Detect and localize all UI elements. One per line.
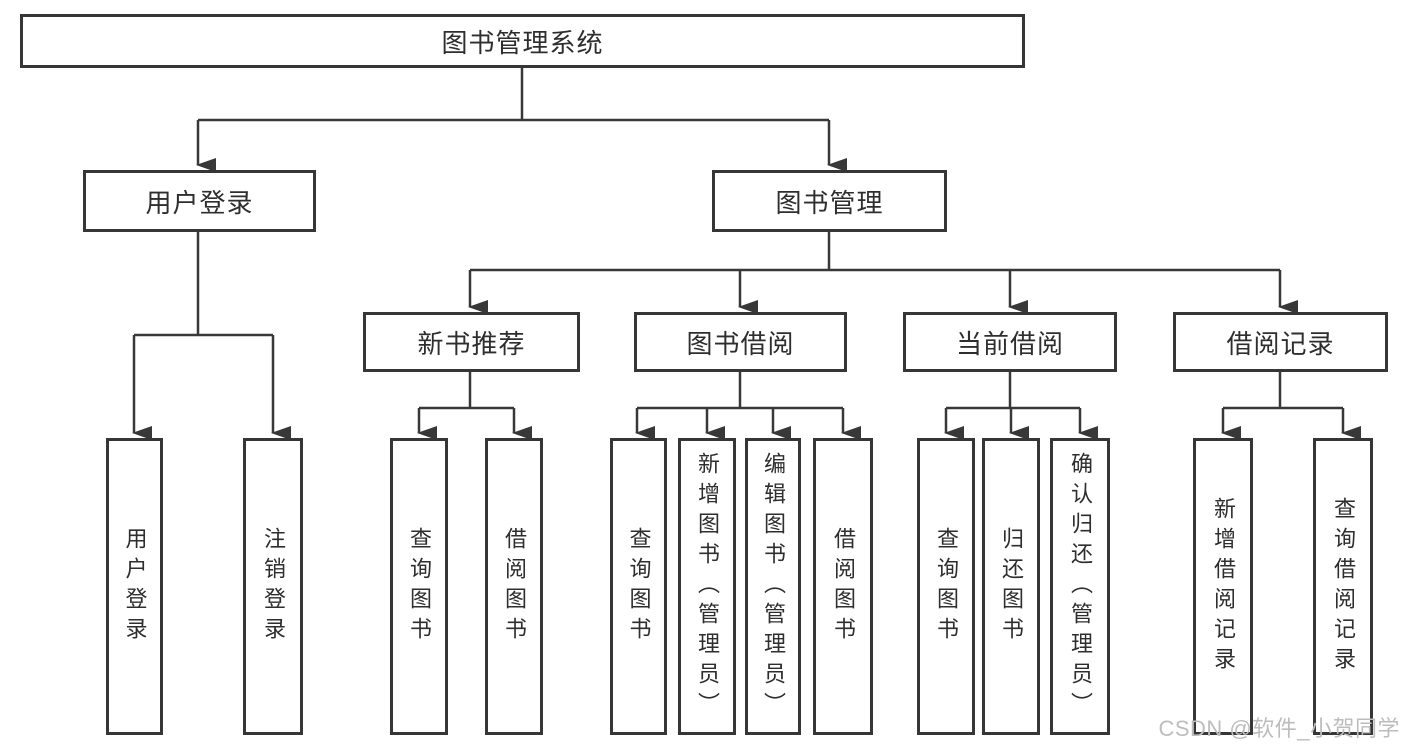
leaf-label: 查询借阅记录 [1331,496,1356,677]
node-user-login: 用户登录 [83,170,316,232]
leaf-label: 查询图书 [407,526,432,647]
node-label: 新书推荐 [417,328,526,359]
leaf-label: 编辑图书（管理员） [761,451,786,722]
node-label: 借阅记录 [1226,328,1335,359]
node-current-borrowing: 当前借阅 [903,312,1117,372]
leaf-label: 用户登录 [122,526,148,647]
node-label: 用户登录 [145,187,254,218]
leaf-current-confirm-return-admin: 确认归还（管理员） [1050,438,1110,735]
leaf-borrowing-edit-books-admin: 编辑图书（管理员） [745,438,801,735]
leaf-label: 查询图书 [934,526,959,647]
leaf-label: 确认归还（管理员） [1068,451,1093,722]
leaf-logout: 注销登录 [243,438,303,735]
leaf-records-add-record: 新增借阅记录 [1193,438,1253,735]
node-label: 图书管理 [775,187,884,218]
leaf-label: 新增图书（管理员） [695,451,720,722]
node-label: 图书管理系统 [441,27,604,58]
leaf-borrowing-query-books: 查询图书 [610,438,667,735]
node-borrowing-records: 借阅记录 [1173,312,1388,372]
node-book-management: 图书管理 [712,170,947,232]
node-root-library-system: 图书管理系统 [20,14,1025,68]
node-label: 当前借阅 [955,328,1064,359]
leaf-label: 新增借阅记录 [1211,496,1236,677]
leaf-borrowing-borrow-books: 借阅图书 [813,438,873,735]
leaf-recommend-query-books: 查询图书 [390,438,448,735]
leaf-label: 归还图书 [999,526,1024,647]
leaf-label: 借阅图书 [502,526,527,647]
leaf-label: 查询图书 [626,526,652,647]
leaf-records-query-record: 查询借阅记录 [1313,438,1373,735]
leaf-current-query-books: 查询图书 [917,438,975,735]
node-label: 图书借阅 [686,328,795,359]
leaf-borrowing-add-books-admin: 新增图书（管理员） [678,438,736,735]
leaf-recommend-borrow-books: 借阅图书 [485,438,543,735]
leaf-label: 借阅图书 [831,526,856,647]
csdn-watermark: CSDN @软件_小贺同学 [1158,716,1400,741]
node-book-borrowing: 图书借阅 [634,312,847,372]
leaf-label: 注销登录 [261,526,286,647]
node-new-book-recommend: 新书推荐 [363,312,580,372]
leaf-user-login: 用户登录 [106,438,163,735]
leaf-current-return-books: 归还图书 [982,438,1040,735]
